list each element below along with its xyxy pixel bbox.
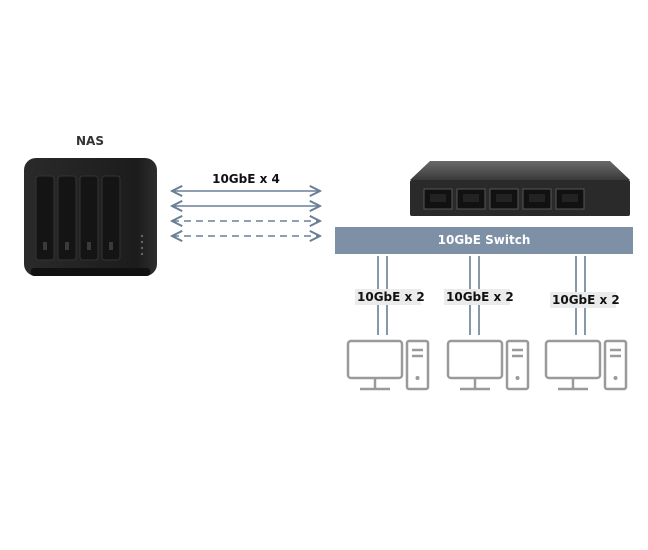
client-link-label-1: 10GbE x 2 <box>355 289 425 305</box>
workstation-1 <box>346 339 430 391</box>
switch-bar: 10GbE Switch <box>335 227 633 254</box>
client-link-label-2: 10GbE x 2 <box>444 289 514 305</box>
nas-links <box>172 191 320 236</box>
switch-ports <box>423 188 585 210</box>
client-link-label-3: 10GbE x 2 <box>550 292 620 308</box>
workstation-3 <box>544 339 628 391</box>
nas-status-leds <box>140 234 144 256</box>
nas-link-label: 10GbE x 4 <box>212 172 280 186</box>
workstation-2 <box>446 339 530 391</box>
nas-device <box>24 158 157 276</box>
nas-label: NAS <box>76 134 104 148</box>
switch-label: 10GbE Switch <box>437 233 531 247</box>
nas-drive-bays <box>35 175 121 261</box>
switch-device <box>410 161 630 216</box>
